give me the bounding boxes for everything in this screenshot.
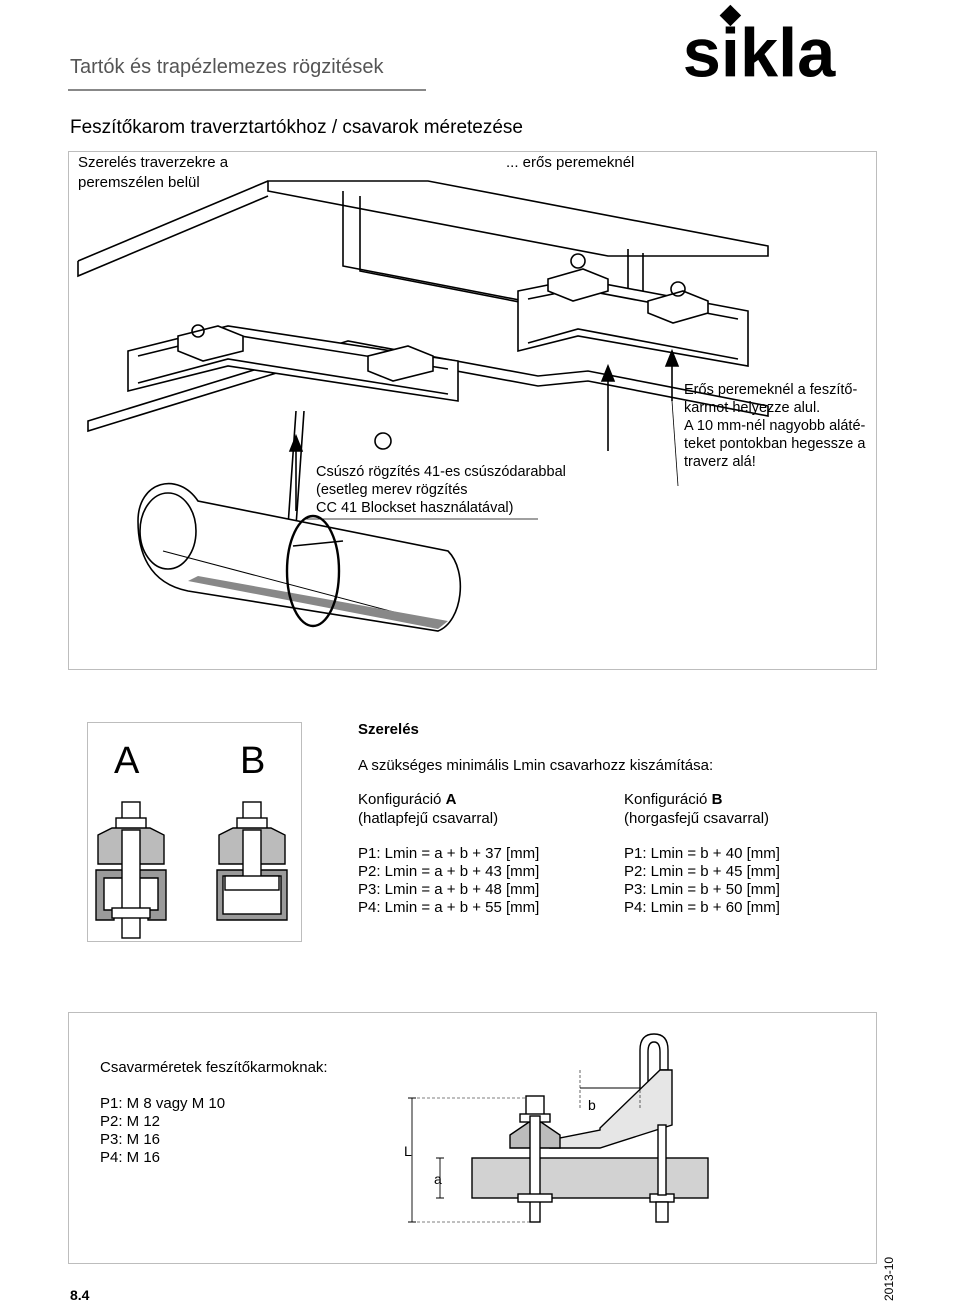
config-b-formula: P2: Lmin = b + 45 [mm] xyxy=(624,863,780,880)
dimension-b: b xyxy=(588,1097,596,1113)
bolt-size-panel xyxy=(68,1012,877,1264)
config-a-formulas: P1: Lmin = a + b + 37 [mm] P2: Lmin = a … xyxy=(358,844,539,918)
bolt-size-item: P1: M 8 vagy M 10 xyxy=(100,1095,226,1112)
bolt-size-item: P2: M 12 xyxy=(100,1113,161,1130)
lmin-intro: A szükséges minimális Lmin csavarhozz ki… xyxy=(358,757,714,774)
logo-wordmark: sikla xyxy=(683,14,836,91)
bolt-size-item: P4: M 16 xyxy=(100,1149,161,1166)
illustration-panel xyxy=(68,151,877,670)
sikla-logo: sikla xyxy=(683,4,836,91)
config-a-title-prefix: Konfiguráció xyxy=(358,791,446,808)
dimension-l: L xyxy=(404,1143,412,1159)
config-b-formula: P3: Lmin = b + 50 [mm] xyxy=(624,881,780,898)
config-b-title: Konfiguráció B xyxy=(624,790,722,810)
config-a-formula: P4: Lmin = a + b + 55 [mm] xyxy=(358,899,540,916)
right-caption: ... erős peremeknél xyxy=(506,154,635,171)
bolt-sizes-heading: Csavarméretek feszítőkarmoknak: xyxy=(100,1059,328,1076)
callout-sliding-fixation: Csúszó rögzítés 41-es csúszódarabbal (es… xyxy=(316,464,566,516)
config-b-formula: P1: Lmin = b + 40 [mm] xyxy=(624,845,780,862)
bolt-section-drawing: L a b xyxy=(404,1033,709,1223)
configuration-diagram-box xyxy=(87,722,302,942)
callout-strong-flange: Erős peremeknél a feszítő- karmot helyez… xyxy=(684,382,866,470)
page-number: 8.4 xyxy=(70,1287,90,1303)
config-a-subtitle: (hatlapfejű csavarral) xyxy=(358,810,499,827)
config-a-drawing xyxy=(95,801,167,939)
bolt-sizes-list: P1: M 8 vagy M 10 P2: M 12 P3: M 16 P4: … xyxy=(100,1094,225,1168)
bolt-size-item: P3: M 16 xyxy=(100,1131,161,1148)
revision-date: 2013-10 xyxy=(882,1256,896,1301)
installation-heading: Szerelés xyxy=(358,721,419,738)
config-b-formula: P4: Lmin = b + 60 [mm] xyxy=(624,899,780,916)
config-b-title-letter: B xyxy=(711,791,723,808)
config-a-formula: P1: Lmin = a + b + 37 [mm] xyxy=(358,845,540,862)
config-b-subtitle: (horgasfejű csavarral) xyxy=(624,810,770,827)
header-divider xyxy=(68,89,426,91)
header-title: Tartók és trapézlemezes rögzitések xyxy=(70,56,384,78)
config-a-formula: P3: Lmin = a + b + 48 [mm] xyxy=(358,881,540,898)
left-caption: Szerelés traverzekre a peremszélen belül xyxy=(78,154,229,191)
config-label-a: A xyxy=(114,740,140,782)
beam-pipe-illustration xyxy=(77,180,769,632)
section-title: Feszítőkarom traverztartókhoz / csavarok… xyxy=(70,117,523,138)
config-label-b: B xyxy=(240,740,266,782)
config-b-formulas: P1: Lmin = b + 40 [mm] P2: Lmin = b + 45… xyxy=(624,844,780,918)
config-b-title-prefix: Konfiguráció xyxy=(624,791,712,808)
config-a-formula: P2: Lmin = a + b + 43 [mm] xyxy=(358,863,540,880)
config-b-drawing xyxy=(216,801,288,921)
config-a-title-letter: A xyxy=(445,791,457,808)
dimension-a: a xyxy=(434,1171,442,1187)
config-a-title: Konfiguráció A xyxy=(358,790,456,810)
